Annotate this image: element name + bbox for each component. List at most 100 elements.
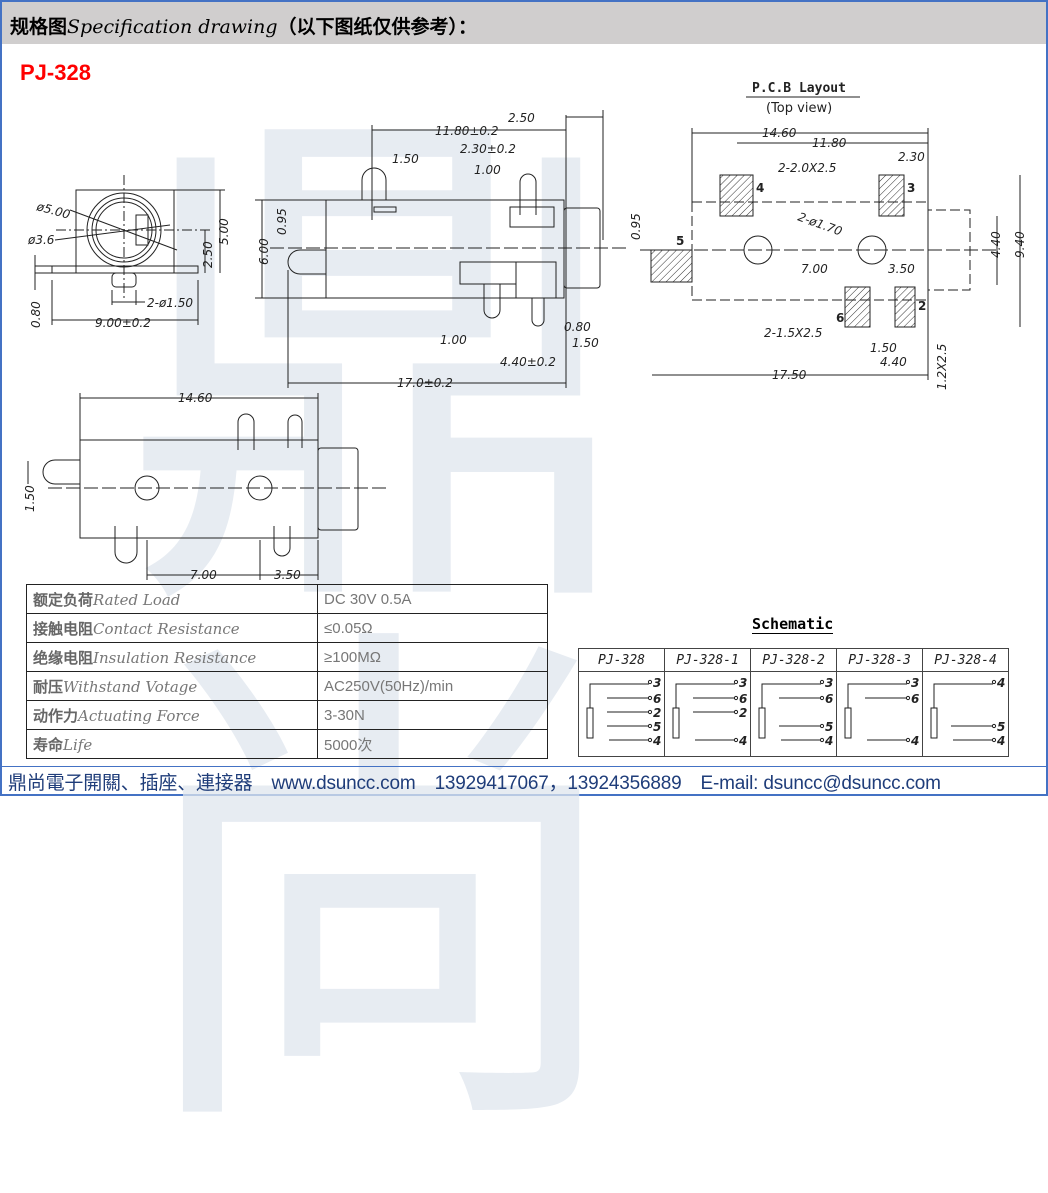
plug-icon — [930, 707, 938, 739]
dim-label: 1.00 — [474, 163, 501, 177]
dim-label: 4.40 — [989, 231, 1003, 258]
spec-key-en: Withstand Votage — [63, 677, 198, 696]
dim-label: 7.00 — [801, 262, 828, 276]
dim-label: 3.50 — [888, 262, 915, 276]
schematic-table: PJ-328 PJ-328-1 PJ-328-2 PJ-328-3 PJ-328… — [578, 648, 1009, 757]
schematic-wire — [589, 683, 649, 708]
schematic-pin-label: 4 — [824, 734, 833, 748]
schematic-wire — [675, 683, 735, 708]
pad-3 — [878, 174, 905, 217]
spec-key-en: Actuating Force — [78, 706, 200, 725]
pin-terminal — [647, 695, 653, 701]
title-cn: 规格图 — [10, 16, 68, 38]
footer-divider — [0, 766, 1048, 767]
pin-terminal — [647, 679, 653, 685]
schematic-variant-name: PJ-328-2 — [750, 648, 837, 672]
front-view: ø5.00 ø3.6 2.50 5.00 2-ø1.50 0.80 9.00±0… — [27, 175, 231, 330]
table-row: 绝缘电阻Insulation Resistance≥100MΩ — [26, 642, 548, 672]
schematic-pin-label: 3 — [825, 676, 833, 690]
dim-label: 4.40±0.2 — [500, 355, 556, 369]
schematic-pin-label: 5 — [997, 720, 1005, 734]
schematic-pin-label: 6 — [653, 692, 661, 706]
schematic-variant-name: PJ-328-4 — [922, 648, 1009, 672]
plug-icon — [758, 707, 766, 739]
spec-key-cn: 耐压 — [33, 677, 64, 696]
pad-6 — [844, 286, 871, 328]
spec-key-cn: 接触电阻 — [33, 619, 94, 638]
bottom-pin-left — [483, 284, 501, 319]
schematic-pin-label: 4 — [996, 676, 1005, 690]
dim-label: 11.80±0.2 — [435, 124, 499, 138]
dim-label: 2.30 — [898, 150, 925, 164]
slot — [373, 206, 397, 213]
title-en: Specification drawing — [67, 16, 278, 38]
bottom-clip — [459, 261, 517, 285]
footer: 鼎尚電子開關、插座、連接器 www.dsuncc.com 13929417067… — [8, 768, 955, 795]
top-pin-right — [519, 173, 537, 215]
bottom-view: 14.60 1.50 7.00 3.50 — [23, 391, 390, 582]
pin-label: 3 — [907, 181, 915, 195]
schematic-wire — [933, 683, 993, 708]
spec-value: 5000次 — [317, 729, 548, 759]
bottom-pin-right — [531, 298, 545, 327]
schematic-pin-label: 3 — [739, 676, 747, 690]
top-pin-left — [361, 167, 387, 200]
spec-key-en: Insulation Resistance — [93, 648, 257, 667]
table-row: 耐压Withstand Votage AC250V(50Hz)/min — [26, 671, 548, 701]
dim-label: 1.50 — [572, 336, 599, 350]
pin-terminal — [819, 679, 825, 685]
dim-label: 14.60 — [178, 391, 213, 405]
dim-label: 0.80 — [564, 320, 591, 334]
bottom-top-pin — [237, 413, 255, 450]
pin-terminal — [819, 723, 825, 729]
schematic-title: Schematic — [752, 615, 834, 634]
dim-label: 17.0±0.2 — [397, 376, 453, 390]
dim-label: 0.95 — [275, 208, 289, 235]
schematic-pin-label: 3 — [911, 676, 919, 690]
dim-label: 0.80 — [29, 301, 43, 328]
pin-terminal — [905, 737, 911, 743]
side-body — [325, 199, 565, 299]
dim-label: 7.00 — [190, 568, 217, 582]
dim-label: 14.60 — [762, 126, 797, 140]
dim-label: 1.2X2.5 — [935, 344, 949, 390]
schematic-pin-label: 2 — [739, 706, 747, 720]
pin-label: 4 — [756, 181, 764, 195]
pin-terminal — [991, 723, 997, 729]
schematic-pin-label: 2 — [653, 706, 661, 720]
schematic-pin-label: 3 — [653, 676, 661, 690]
dim-label: 2.50 — [201, 241, 215, 268]
schematic-pin-label: 6 — [825, 692, 833, 706]
bottom-block — [515, 261, 557, 299]
pin-terminal — [991, 737, 997, 743]
schematic-wire — [761, 683, 821, 708]
pin-terminal — [905, 679, 911, 685]
footer-phones: 13929417067，13924356889 — [434, 773, 682, 794]
spec-key-cn: 寿命 — [33, 735, 64, 754]
spec-key-en: Life — [63, 735, 93, 754]
spec-value: AC250V(50Hz)/min — [317, 671, 548, 701]
footer-website[interactable]: www.dsuncc.com — [271, 773, 416, 794]
dim-label: 1.50 — [23, 485, 37, 512]
dim-label: 1.00 — [440, 333, 467, 347]
footer-email[interactable]: E-mail: dsuncc@dsuncc.com — [700, 773, 941, 794]
pin-terminal — [733, 695, 739, 701]
bottom-low-pin — [114, 526, 138, 564]
dim-label: 5.00 — [217, 218, 231, 245]
pin-terminal — [647, 737, 653, 743]
pad-5 — [650, 249, 693, 283]
header-bar: 规格图Specification drawing（以下图纸仅供参考）： — [2, 2, 1046, 44]
dim-label: 2-1.5X2.5 — [764, 326, 822, 340]
pin-terminal — [819, 737, 825, 743]
pin-label: 6 — [836, 311, 844, 325]
schematic-variant-name: PJ-328 — [578, 648, 665, 672]
